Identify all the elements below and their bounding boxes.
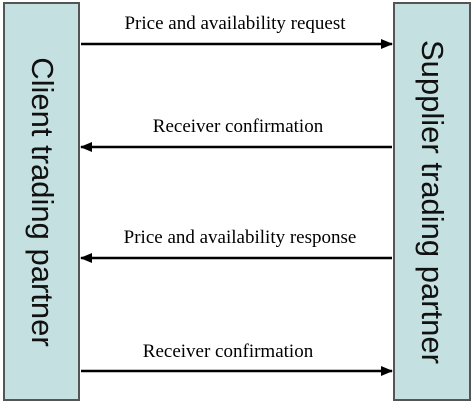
message-label-3: Price and availability response xyxy=(123,227,357,248)
message-label-2: Receiver confirmation xyxy=(152,116,324,137)
message-label-1: Price and availability request xyxy=(124,13,346,34)
message-label-4: Receiver confirmation xyxy=(142,341,314,362)
client-lane: Client trading partner xyxy=(3,2,80,401)
supplier-lane: Supplier trading partner xyxy=(393,2,471,401)
